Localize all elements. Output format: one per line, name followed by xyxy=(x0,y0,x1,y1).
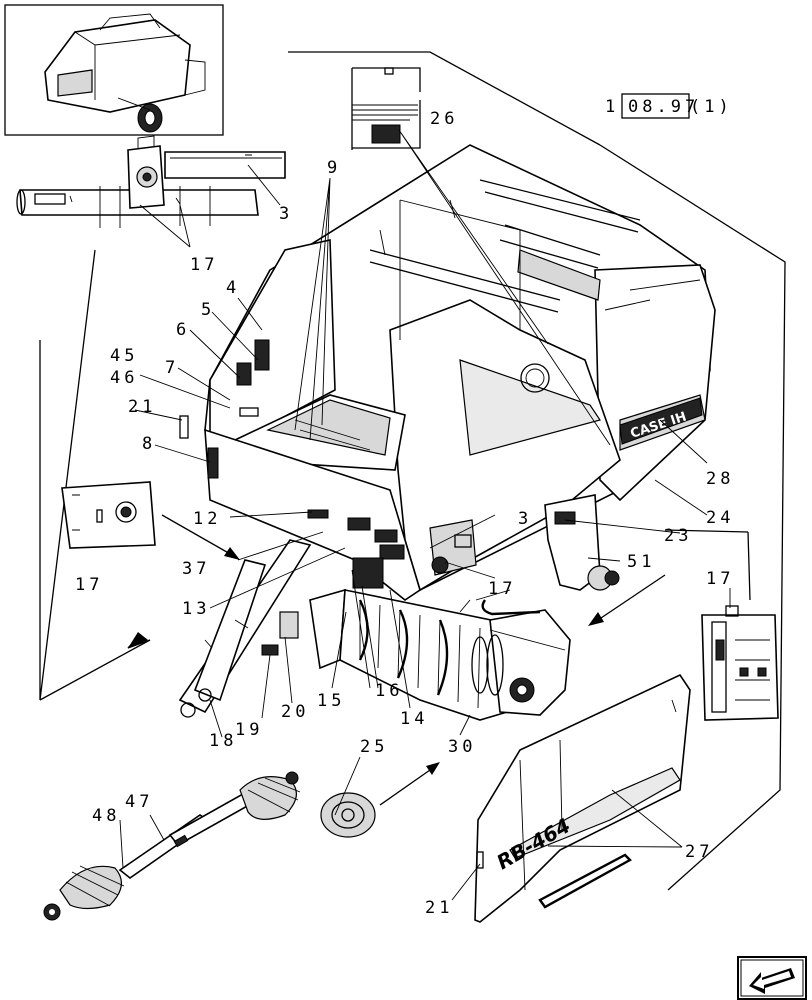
callout-labels: 3 17 9 26 4 5 6 45 7 46 21 8 12 37 17 13… xyxy=(75,109,734,918)
back-arrow-icon xyxy=(740,959,804,997)
hitch-detail xyxy=(16,135,286,228)
callout-17d: 17 xyxy=(706,569,734,589)
callout-23: 23 xyxy=(664,526,692,546)
callout-19: 19 xyxy=(235,720,263,740)
callout-8: 8 xyxy=(142,434,156,454)
callout-17b: 17 xyxy=(75,575,103,595)
callout-27: 27 xyxy=(685,842,713,862)
callout-3a: 3 xyxy=(279,204,293,224)
right-detail-17 xyxy=(701,605,779,721)
back-button[interactable] xyxy=(737,956,807,1000)
left-detail-17 xyxy=(61,481,156,549)
pickup-and-drawbar xyxy=(178,539,571,721)
callout-18: 18 xyxy=(209,731,237,751)
callout-13: 13 xyxy=(182,599,210,619)
callout-17c: 17 xyxy=(488,579,516,599)
callout-14: 14 xyxy=(400,709,428,729)
pto-driveline xyxy=(43,771,301,921)
callout-26: 26 xyxy=(430,109,458,129)
callout-6: 6 xyxy=(176,320,190,340)
flow-arrows xyxy=(128,514,666,806)
side-panel-rb464: RB-464 xyxy=(474,673,691,923)
decal-inset-26 xyxy=(351,67,421,150)
callout-5: 5 xyxy=(201,300,215,320)
callout-9: 9 xyxy=(327,158,341,178)
figure-ref-prefix: 1 xyxy=(605,97,619,117)
callout-51: 51 xyxy=(627,552,655,572)
figure-ref-suffix: (1) xyxy=(690,97,733,117)
callout-15: 15 xyxy=(317,691,345,711)
callout-20: 20 xyxy=(281,702,309,722)
callout-21a: 21 xyxy=(128,397,156,417)
callout-47: 47 xyxy=(125,792,153,812)
callout-12: 12 xyxy=(193,509,221,529)
figure-ref-number: 08.97 xyxy=(628,97,699,117)
callout-25: 25 xyxy=(360,737,388,757)
callout-3b: 3 xyxy=(518,509,532,529)
callout-46: 46 xyxy=(110,368,138,388)
callout-37: 37 xyxy=(182,559,210,579)
figure-reference: 1 08.97 (1) xyxy=(605,93,733,119)
callout-30: 30 xyxy=(448,737,476,757)
callout-17a: 17 xyxy=(190,255,218,275)
overview-thumbnail xyxy=(4,4,224,136)
callout-48: 48 xyxy=(92,806,120,826)
callout-4: 4 xyxy=(226,278,240,298)
leader-lines xyxy=(119,129,731,901)
bearing-25 xyxy=(320,792,376,838)
callout-21b: 21 xyxy=(425,898,453,918)
baler-main-body: CASE IH xyxy=(179,144,716,601)
callout-45: 45 xyxy=(110,346,138,366)
callout-28: 28 xyxy=(706,469,734,489)
callout-24: 24 xyxy=(706,508,734,528)
callout-16: 16 xyxy=(375,681,403,701)
boundary-lines xyxy=(39,51,786,891)
callout-7: 7 xyxy=(165,358,179,378)
